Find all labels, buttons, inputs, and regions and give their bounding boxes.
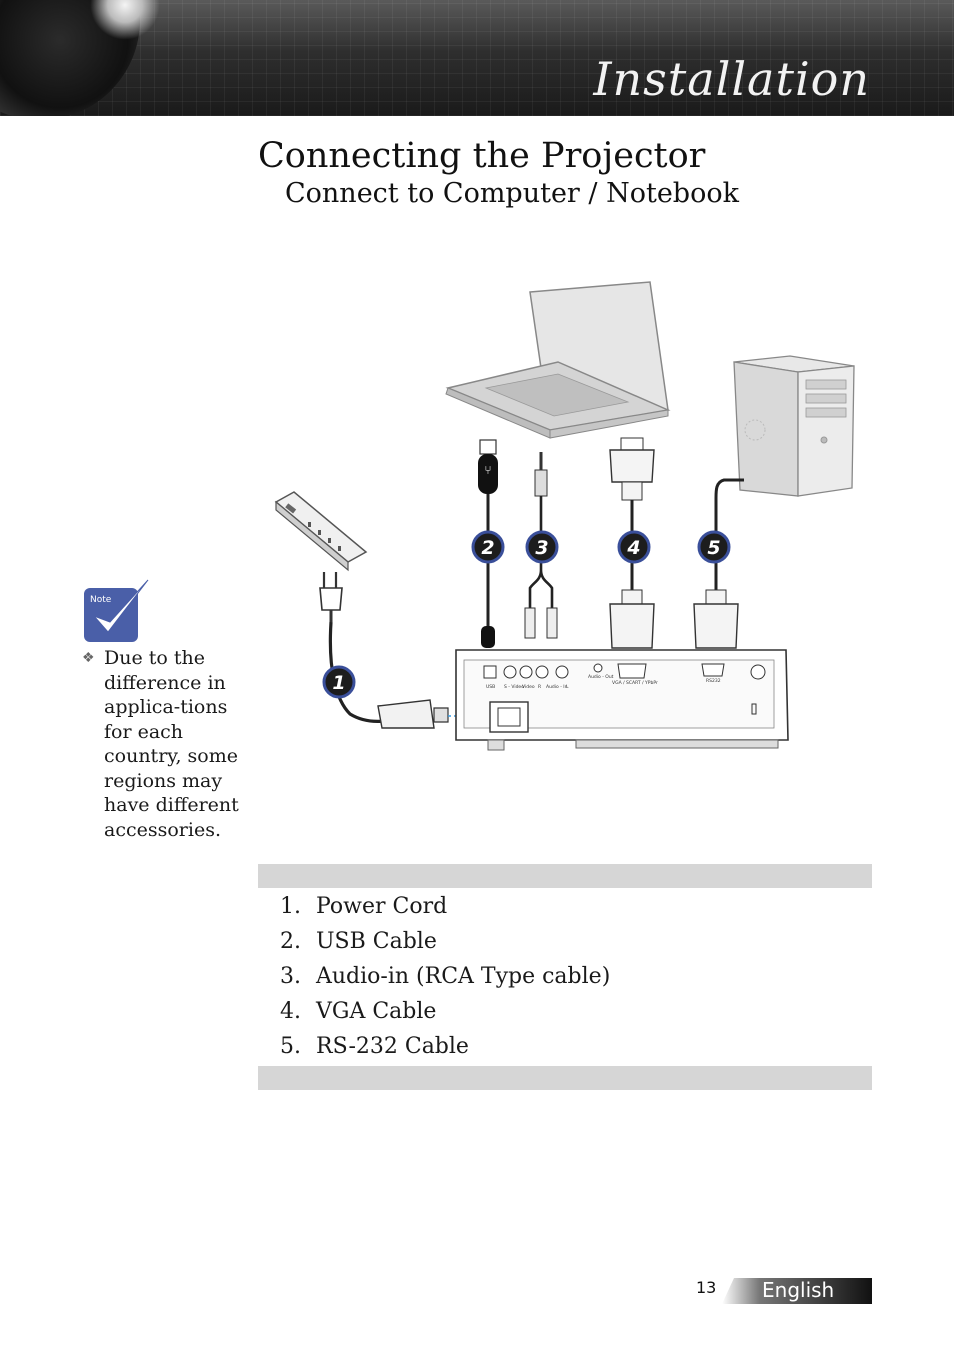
list-item: 2. USB Cable [280, 927, 610, 962]
port-label: Video [522, 684, 535, 690]
note-box: Note ❖ Due to the difference in applica-… [82, 578, 242, 841]
list-item: 3. Audio-in (RCA Type cable) [280, 962, 610, 997]
page-header: Installation [0, 0, 954, 116]
port-label: RS232 [706, 678, 721, 684]
list-item-number: 3. [280, 964, 301, 989]
list-item: 5. RS-232 Cable [280, 1032, 610, 1067]
list-item-label: RS-232 Cable [316, 1034, 469, 1059]
port-label: USB [486, 684, 495, 690]
header-texture [0, 0, 954, 116]
rs232-cable-illustration [693, 478, 744, 649]
list-item-label: Power Cord [316, 894, 448, 919]
note-badge: Note [84, 579, 149, 642]
callout-4: 4 [617, 530, 651, 564]
connection-diagram: ⑂ [274, 281, 855, 751]
list-item-number: 5. [280, 1034, 301, 1059]
list-item: 4. VGA Cable [280, 997, 610, 1032]
list-item-label: VGA Cable [316, 999, 437, 1024]
callout-label: 5 [707, 537, 720, 559]
audio-cable-illustration [524, 452, 558, 639]
callout-3: 3 [525, 530, 559, 564]
projector-rear-panel [455, 649, 789, 751]
note-text: Due to the difference in applica-tions f… [104, 647, 239, 841]
port-label: Audio - In [546, 684, 568, 690]
callout-2: 2 [471, 530, 505, 564]
page-number: 13 [696, 1278, 717, 1297]
list-item-label: USB Cable [316, 929, 437, 954]
port-label: Audio - Out [588, 674, 614, 680]
callout-label: 4 [626, 537, 640, 559]
checkmark-icon [93, 579, 149, 633]
vga-cable-illustration [609, 437, 655, 649]
callout-label: 2 [481, 537, 494, 559]
note-badge-label: Note [90, 595, 112, 605]
callout-label: 1 [332, 672, 345, 694]
desktop-tower-illustration [733, 355, 855, 497]
legend-bar-top [258, 864, 872, 888]
port-label: VGA / SCART / YPbPr [612, 680, 658, 686]
power-strip-illustration [274, 491, 368, 572]
list-item-number: 4. [280, 999, 301, 1024]
port-label: R [538, 684, 541, 690]
cable-legend: 1. Power Cord 2. USB Cable 3. Audio-in (RCA… [280, 892, 610, 1067]
list-item-number: 2. [280, 929, 301, 954]
laptop-illustration [445, 281, 671, 439]
callout-label: 3 [535, 537, 548, 559]
note-bullet-icon: ❖ [82, 650, 95, 666]
legend-bar-bottom [258, 1066, 872, 1090]
list-item: 1. Power Cord [280, 892, 610, 927]
port-label: L [566, 684, 569, 690]
page-subtitle: Connect to Computer / Notebook [285, 178, 739, 209]
section-title: Installation [593, 52, 870, 106]
port-label: S - Video [504, 684, 524, 690]
list-item-label: Audio-in (RCA Type cable) [316, 964, 611, 989]
port-labels: USB S - Video Video R Audio - In L Audio… [486, 674, 721, 690]
callout-5: 5 [697, 530, 731, 564]
footer-language-tab [722, 1278, 872, 1304]
list-item-number: 1. [280, 894, 301, 919]
svg-text:⑂: ⑂ [484, 463, 491, 477]
page-title: Connecting the Projector [258, 136, 706, 176]
callout-1: 1 [322, 665, 356, 699]
footer-language: English [762, 1278, 835, 1302]
